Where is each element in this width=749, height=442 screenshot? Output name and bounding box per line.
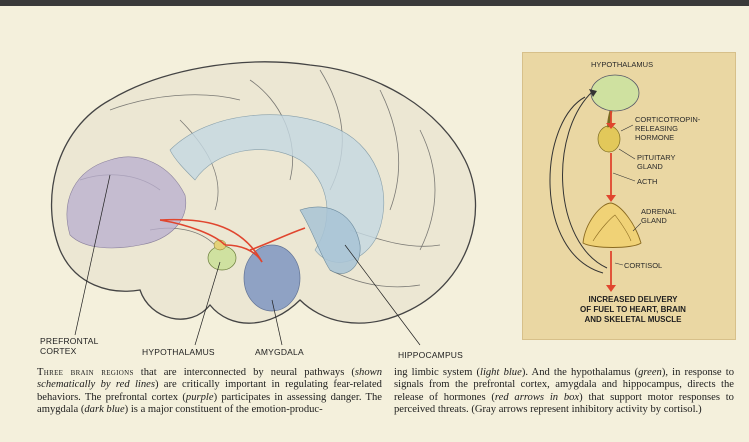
- caption-italic: purple: [186, 392, 214, 403]
- inset-label-acth: ACTH: [637, 177, 657, 186]
- caption-text: that are interconnected by neural pathwa…: [134, 367, 355, 378]
- caption-italic: dark blue: [84, 404, 124, 415]
- inset-pituitary-shape: [598, 126, 620, 152]
- caption-italic: light blue: [480, 367, 522, 378]
- label-amygdala: AMYGDALA: [255, 347, 304, 357]
- caption-italic: green: [638, 367, 662, 378]
- caption-text: ) is a major constituent of the emotion-…: [125, 404, 323, 415]
- inset-hypothalamus-shape: [591, 75, 639, 111]
- inset-caption: INCREASED DELIVERY OF FUEL TO HEART, BRA…: [553, 295, 713, 325]
- label-hypothalamus: HYPOTHALAMUS: [142, 347, 215, 357]
- inset-label-cortisol: CORTISOL: [624, 261, 662, 270]
- caption-text: ). And the hypothalamus (: [522, 367, 638, 378]
- inset-label-adrenal: ADRENAL GLAND: [641, 207, 676, 225]
- caption-text: ing limbic system (: [394, 367, 480, 378]
- caption-column-1: Three brain regions that are interconnec…: [37, 367, 382, 416]
- caption-italic: red arrows in box: [495, 392, 579, 403]
- caption-column-2: ing limbic system (light blue). And the …: [394, 367, 734, 416]
- inset-label-pituitary: PITUITARY GLAND: [637, 153, 675, 171]
- inset-adrenal-shape: [583, 203, 641, 248]
- inset-label-hypothalamus: HYPOTHALAMUS: [591, 60, 653, 69]
- brain-illustration: [0, 0, 520, 360]
- label-hippocampus: HIPPOCAMPUS: [398, 350, 463, 360]
- caption-lead: Three brain regions: [37, 367, 134, 378]
- hormone-inset-box: HYPOTHALAMUS CORTICOTROPIN- RELEASING HO…: [522, 52, 736, 340]
- inset-label-crh: CORTICOTROPIN- RELEASING HORMONE: [635, 115, 700, 142]
- label-prefrontal-cortex: PREFRONTAL CORTEX: [40, 336, 99, 356]
